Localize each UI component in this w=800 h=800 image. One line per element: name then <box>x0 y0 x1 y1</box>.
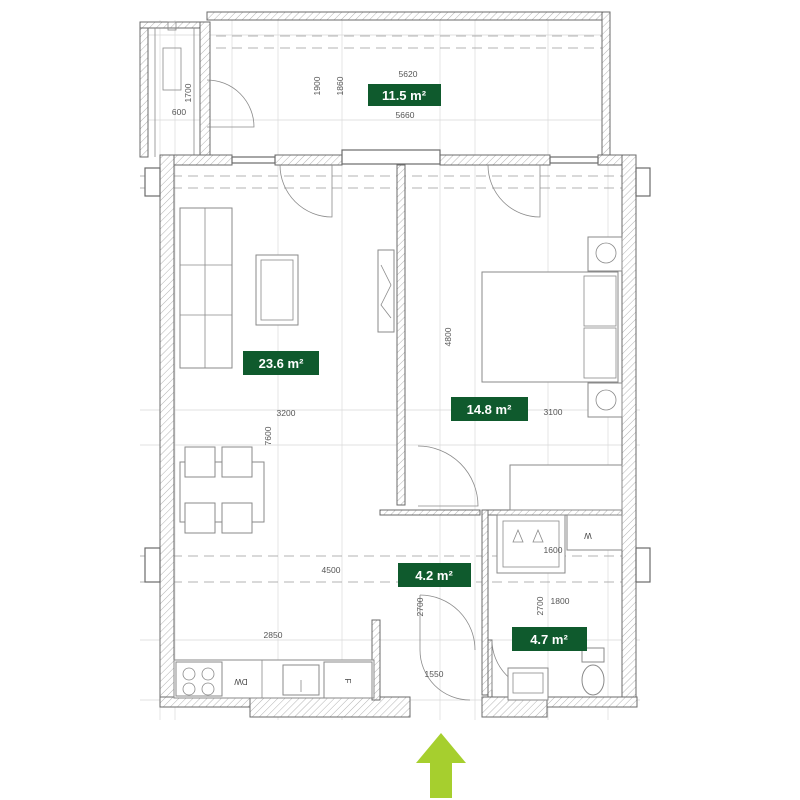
balcony <box>139 11 611 158</box>
bathroom-fixtures <box>496 514 623 701</box>
dim-kitchen-width: 2850 <box>264 630 283 640</box>
dim-bath-depth: 2700 <box>535 596 545 615</box>
dim-full-width: 4500 <box>322 565 341 575</box>
dim-balcony-width-bottom: 5660 <box>396 110 415 120</box>
dishwasher-label: DW <box>234 677 248 686</box>
dim-bedroom-depth: 4800 <box>443 327 453 346</box>
dim-bedroom-width: 3100 <box>544 407 563 417</box>
dim-balcony-depth-a: 1900 <box>312 76 322 95</box>
fridge-label: F <box>343 679 352 684</box>
entrance-arrow-icon <box>416 733 466 798</box>
dim-balcony-width-top: 5620 <box>399 69 418 79</box>
interior-walls <box>371 164 623 701</box>
dim-living-depth: 7600 <box>263 426 273 445</box>
dim-wardrobe-width: 1600 <box>544 545 563 555</box>
dimensions: 5620 5660 1900 1860 1700 600 3200 7600 2… <box>172 69 570 679</box>
exterior-walls <box>144 149 651 718</box>
bedroom-area-badge <box>451 397 528 421</box>
bathroom-area-badge <box>512 627 587 651</box>
dim-hall-width: 1550 <box>425 669 444 679</box>
dim-living-width: 3200 <box>277 408 296 418</box>
living-area: 23.6 m² <box>259 356 304 371</box>
hall-area: 4.2 m² <box>415 568 453 583</box>
doors <box>279 164 543 701</box>
balcony-area-badge <box>368 84 441 106</box>
area-labels: 11.5 m² 23.6 m² 14.8 m² 4.2 m² 4.7 m² <box>243 84 587 651</box>
dim-balcony-niche: 600 <box>172 107 186 117</box>
bedroom-furniture <box>481 236 623 511</box>
dim-bath-width: 1800 <box>551 596 570 606</box>
appliance-labels: DW F W <box>234 531 592 686</box>
dim-balcony-depth-b: 1860 <box>335 76 345 95</box>
bedroom-area: 14.8 m² <box>467 402 512 417</box>
living-furniture <box>179 207 395 534</box>
hall-area-badge <box>398 563 471 587</box>
washbasin-icon <box>507 667 549 701</box>
dim-hall-depth: 2700 <box>415 597 425 616</box>
washer-label: W <box>584 531 592 540</box>
stove-icon <box>182 667 215 696</box>
living-area-badge <box>243 351 319 375</box>
balcony-area: 11.5 m² <box>382 88 427 103</box>
bathroom-area: 4.7 m² <box>530 632 568 647</box>
dim-balcony-side: 1700 <box>183 83 193 102</box>
kitchen <box>173 659 375 699</box>
toilet-icon <box>581 647 605 696</box>
